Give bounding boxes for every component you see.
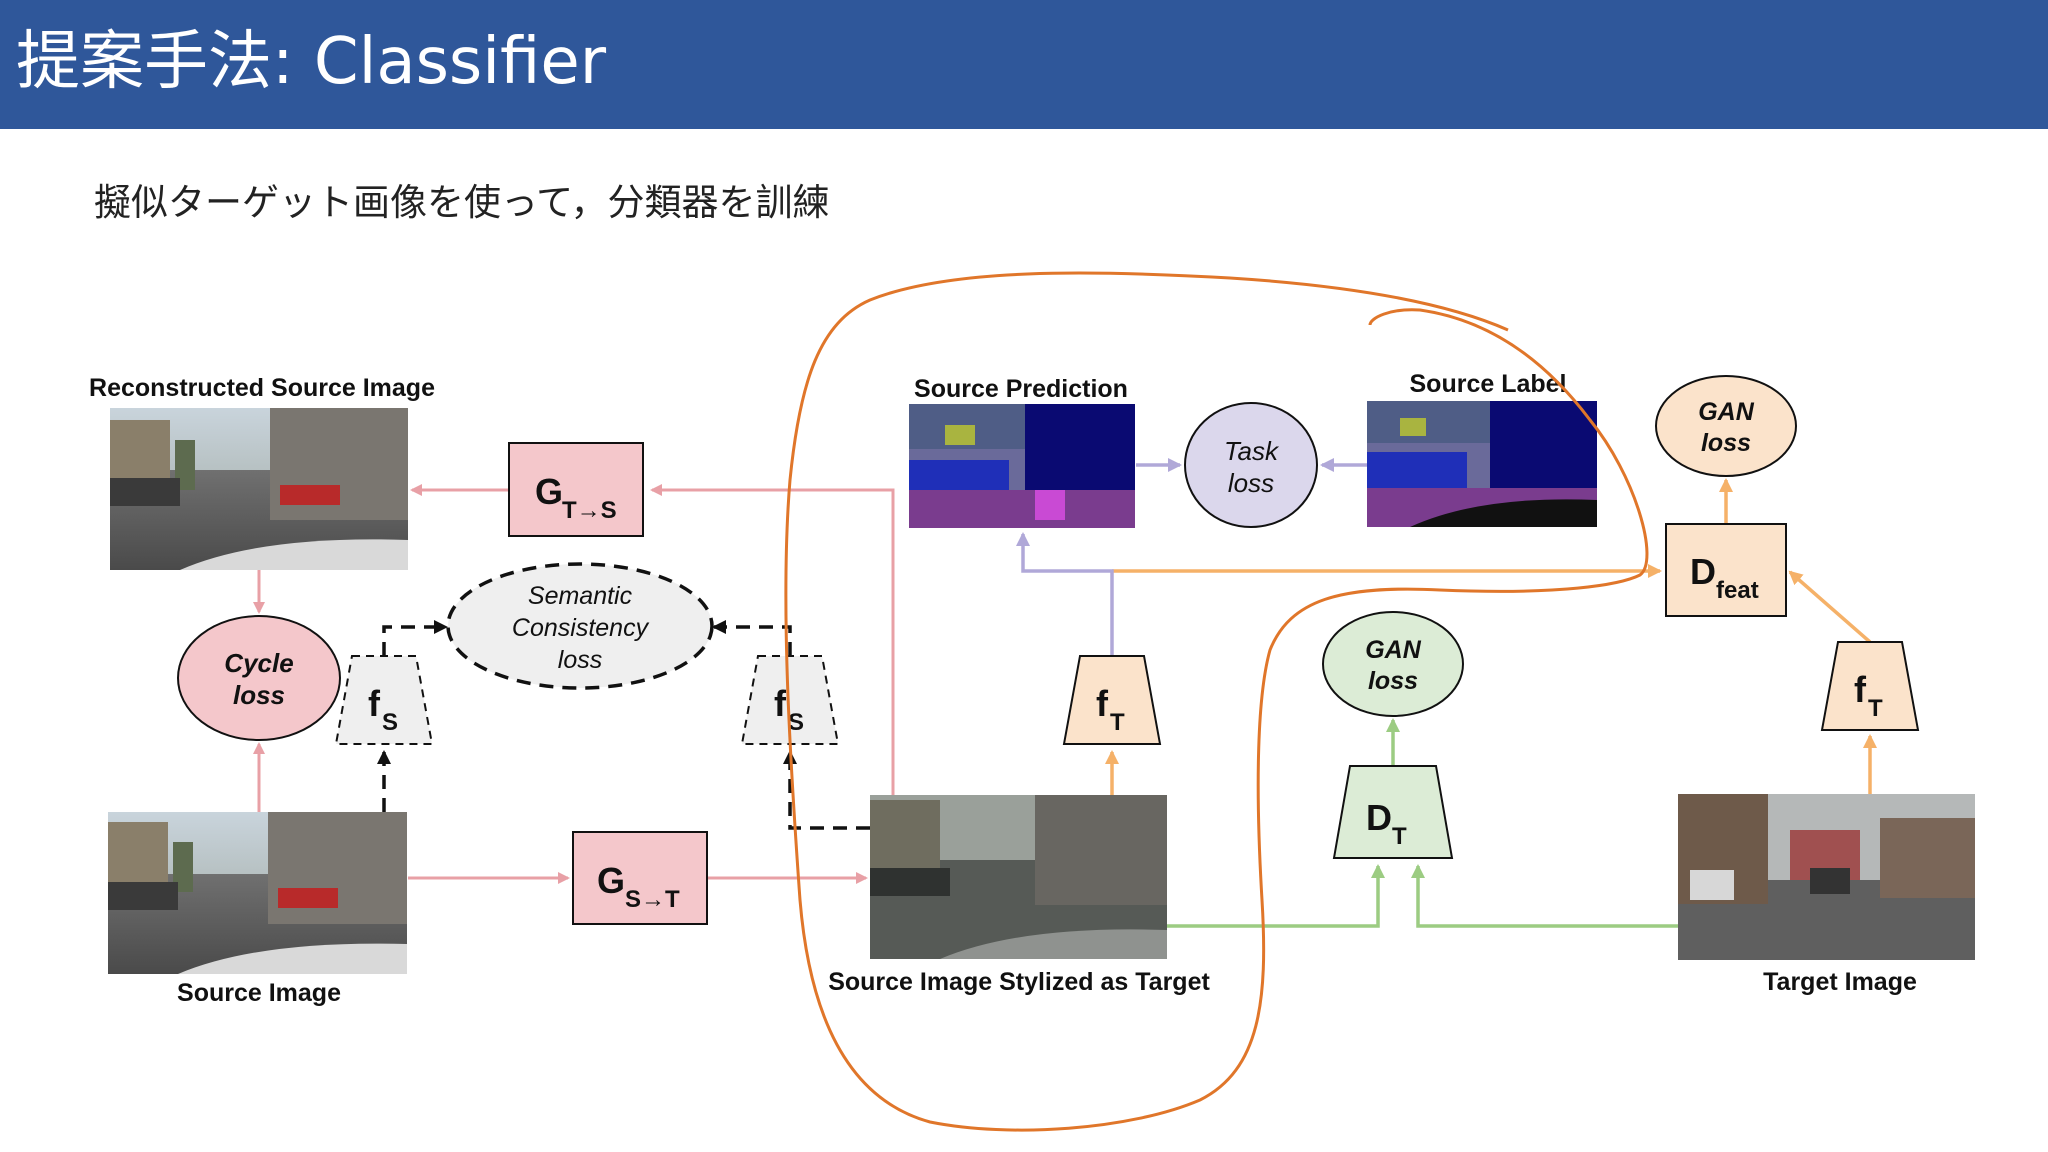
reconstructed-source-image [110,408,408,570]
arrow-ft-to-dfeat-2 [1788,570,1872,644]
reconstructed-source-label: Reconstructed Source Image [89,374,435,402]
source-prediction-image [909,404,1135,528]
f-s-right-sub: S [788,709,804,736]
slide-subtitle: 擬似ターゲット画像を使って，分類器を訓練 [94,181,830,224]
arrow-stylized-to-gts [650,484,895,795]
cycle-loss-line2: loss [233,680,285,710]
d-t-trap: D T [1332,765,1454,859]
d-feat-box: D feat [1665,523,1787,617]
f-t-middle-trap: f T [1062,655,1162,745]
semantic-loss-line3: loss [558,646,602,674]
stylized-image [870,795,1167,959]
source-image [108,812,407,974]
gan-loss-t-line1: GAN [1365,636,1422,664]
gan-loss-feat-line1: GAN [1698,398,1755,426]
highlight-curve [784,271,1649,1132]
d-feat-sub: feat [1716,577,1759,604]
f-s-left-main: f [368,683,381,724]
task-loss-node: Task loss [1184,402,1318,528]
f-t-right-trap: f T [1820,641,1920,731]
semantic-loss-line1: Semantic [528,582,633,610]
arrow-fs-to-semantic [382,620,448,656]
g-s-to-t-box: G S→T [572,831,708,925]
f-s-right-trap: f S [740,655,840,745]
f-t-middle-sub: T [1110,709,1125,736]
arrow-fs2-to-semantic [712,620,792,656]
g-t-to-s-box: G T→S [508,442,644,537]
arrow-stylized-to-dt [1167,864,1385,928]
g-ts-sub: T→S [562,497,617,524]
gan-loss-feat-node: GAN loss [1655,375,1797,477]
g-st-main: G [597,860,625,901]
f-t-middle-main: f [1096,683,1109,724]
f-t-right-main: f [1854,669,1867,710]
d-t-sub: T [1392,823,1407,850]
f-t-right-sub: T [1868,695,1883,722]
semantic-loss-line2: Consistency [512,614,650,642]
arrow-stylized-to-fs [783,750,870,830]
title-bar: 提案手法: Classifier [0,0,2048,129]
gan-loss-t-node: GAN loss [1322,611,1464,717]
source-image-label: Source Image [177,979,341,1007]
f-s-left-sub: S [382,709,398,736]
source-prediction-label: Source Prediction [914,375,1128,403]
cycle-loss-node: Cycle loss [177,615,341,741]
gan-loss-feat-line2: loss [1701,429,1751,457]
cycle-loss-line1: Cycle [224,648,293,678]
target-image [1678,794,1975,960]
f-s-right-main: f [774,683,787,724]
g-ts-main: G [535,471,563,512]
arrow-ft-to-prediction [1016,532,1114,656]
semantic-consistency-loss-node: Semantic Consistency loss [446,562,714,690]
source-label-label: Source Label [1410,370,1567,398]
source-label-image [1367,401,1597,527]
target-image-label: Target Image [1763,968,1917,996]
g-st-sub: S→T [625,886,680,913]
gan-loss-t-line2: loss [1368,667,1418,695]
task-loss-line1: Task [1224,436,1280,466]
f-s-left-trap: f S [334,655,434,745]
d-t-main: D [1366,797,1392,838]
task-loss-line2: loss [1228,468,1274,498]
d-feat-main: D [1690,551,1716,592]
arrow-target-to-dt [1411,864,1678,928]
stylized-image-label: Source Image Stylized as Target [828,968,1210,996]
slide-title: 提案手法: Classifier [16,25,607,99]
